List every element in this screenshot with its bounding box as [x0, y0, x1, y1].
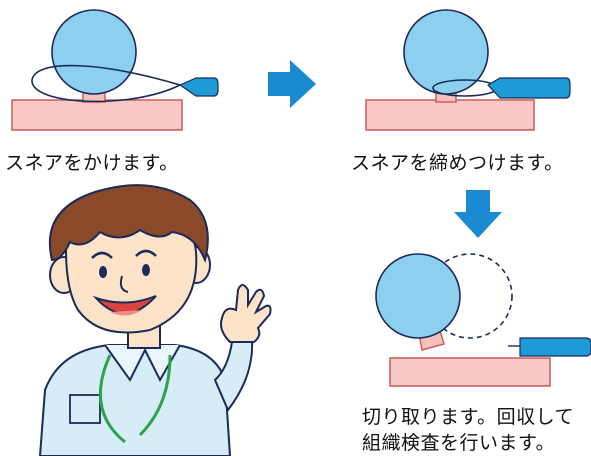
- step2-illustration: [360, 0, 591, 140]
- arrow-down-icon: [454, 190, 504, 240]
- step1-caption: スネアをかけます。: [5, 152, 179, 174]
- doctor-illustration: [0, 180, 290, 456]
- step2-caption: スネアを締めつけます。: [351, 152, 564, 174]
- step3-illustration: [360, 240, 591, 390]
- step3-caption-line1: 切り取ります。回収して: [362, 406, 575, 428]
- step3-caption-line2: 組織検査を行います。: [362, 432, 556, 454]
- arrow-right-icon: [268, 60, 318, 110]
- step1-illustration: [0, 0, 260, 140]
